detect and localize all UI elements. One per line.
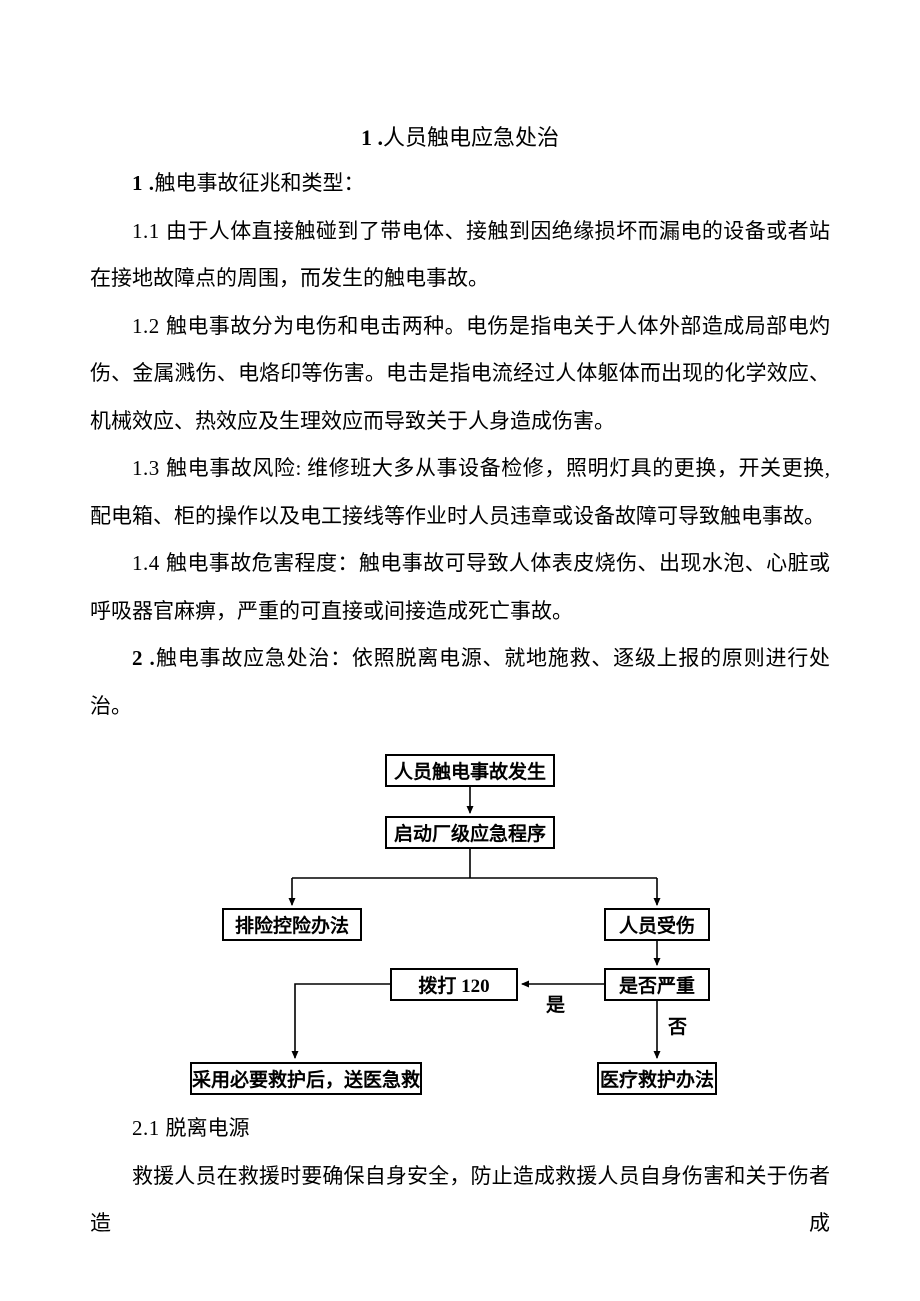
closing-paragraph: 救援人员在救援时要确保自身安全，防止造成救援人员自身伤害和关于伤者造成: [90, 1163, 830, 1236]
paragraph-text: 触电事故应急处治：依照脱离电源、就地施救、逐级上报的原则进行处治。: [90, 646, 830, 718]
flowchart-node-call-120: 拨打 120: [390, 968, 518, 1001]
section-number: 2.1: [132, 1116, 166, 1140]
flowchart-node-medical-aid: 医疗救护办法: [597, 1062, 717, 1095]
paragraph-1: 1 .触电事故征兆和类型：: [90, 160, 830, 208]
section-text: 脱离电源: [165, 1116, 250, 1140]
paragraph-2: 2 .触电事故应急处治：依照脱离电源、就地施救、逐级上报的原则进行处治。: [90, 635, 830, 730]
flowchart-node-rescue-then-hospital: 采用必要救护后，送医急救: [190, 1062, 422, 1095]
paragraph-number: 1.3: [132, 456, 167, 480]
paragraph-1-4: 1.4 触电事故危害程度：触电事故可导致人体表皮烧伤、出现水泡、心脏或呼吸器官麻…: [90, 540, 830, 635]
flowchart-node-person-injured: 人员受伤: [604, 908, 710, 941]
title-number: 1 .: [360, 125, 383, 150]
paragraph-1-1: 1.1 由于人体直接触碰到了带电体、接触到因绝缘损坏而漏电的设备或者站在接地故障…: [90, 208, 830, 303]
paragraph-number: 1.4: [132, 551, 166, 575]
emergency-flowchart: 人员触电事故发生 启动厂级应急程序 排险控险办法 人员受伤 拨打 120 是否严…: [0, 740, 920, 1105]
flowchart-node-risk-control: 排险控险办法: [222, 908, 362, 941]
flowchart-connectors: [288, 787, 661, 1059]
paragraph-text: 触电事故分为电伤和电击两种。电伤是指电关于人体外部造成局部电灼伤、金属溅伤、电烙…: [90, 313, 830, 433]
paragraph-text: 触电事故危害程度：触电事故可导致人体表皮烧伤、出现水泡、心脏或呼吸器官麻痹，严重…: [90, 551, 830, 623]
paragraph-number: 1.2: [132, 313, 166, 338]
paragraph-text: 触电事故风险: 维修班大多从事设备检修，照明灯具的更换，开关更换, 配电箱、柜的…: [90, 456, 830, 528]
flowchart-node-accident-start: 人员触电事故发生: [385, 754, 555, 787]
flowchart-node-is-severe: 是否严重: [604, 968, 710, 1001]
paragraph-text: 由于人体直接触碰到了带电体、接触到因绝缘损坏而漏电的设备或者站在接地故障点的周围…: [90, 218, 830, 291]
flowchart-label-yes: 是: [546, 995, 566, 1016]
flowchart-label-no: 否: [668, 1017, 688, 1038]
paragraph-1-2: 1.2 触电事故分为电伤和电击两种。电伤是指电关于人体外部造成局部电灼伤、金属溅…: [90, 303, 830, 446]
paragraph-number: 1 .: [132, 171, 155, 195]
section-heading-2-1: 2.1 脱离电源: [90, 1105, 830, 1153]
paragraph-number: 1.1: [132, 218, 166, 243]
flowchart-node-start-emergency-program: 启动厂级应急程序: [385, 816, 555, 849]
paragraph-number: 2 .: [132, 646, 156, 670]
title-text: 人员触电应急处治: [382, 125, 559, 150]
paragraph-1-3: 1.3 触电事故风险: 维修班大多从事设备检修，照明灯具的更换，开关更换, 配电…: [90, 445, 830, 540]
paragraph-text: 触电事故征兆和类型：: [154, 171, 365, 195]
page-title: 1 .人员触电应急处治: [90, 122, 830, 154]
